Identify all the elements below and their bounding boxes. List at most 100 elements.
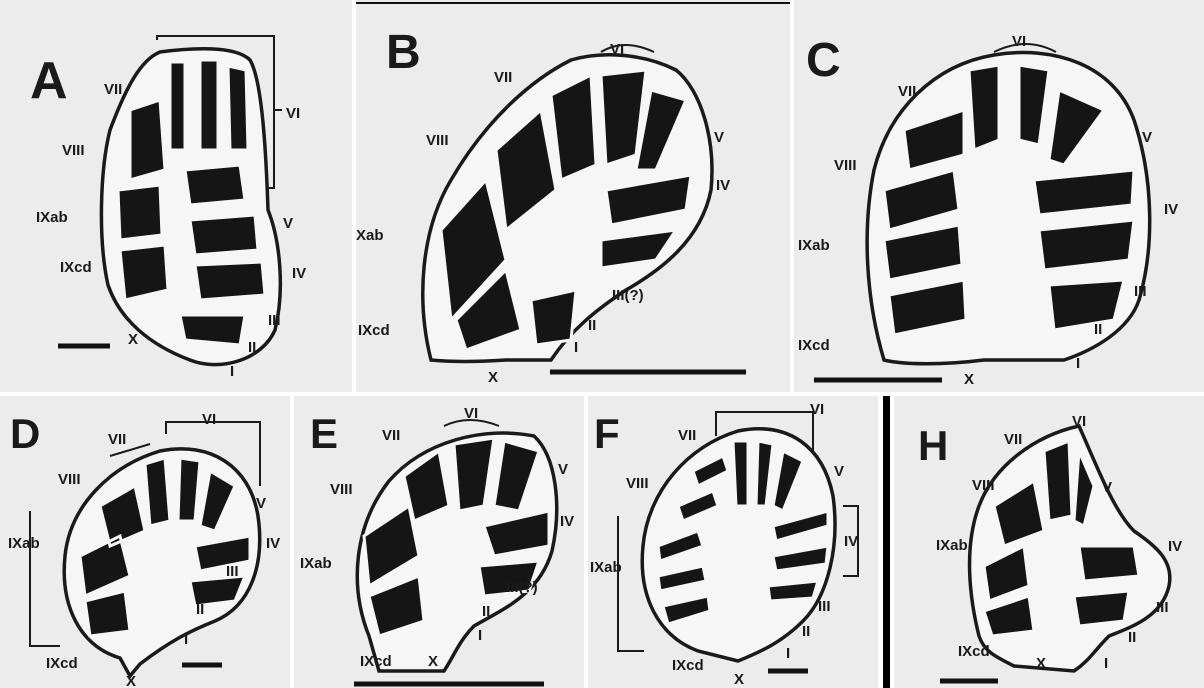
- lobule-label: IXcd: [358, 322, 390, 339]
- panel-label: B: [386, 26, 421, 79]
- lobule-label: VII: [1004, 431, 1022, 448]
- panel-f: F VII VI VIII V IV IXab III II I IXcd X: [588, 396, 878, 688]
- panel-d: D VII VI VIII V IXab IV III II I IXcd X: [0, 396, 290, 688]
- lobule-label: IXcd: [672, 657, 704, 674]
- lobule-label: III: [1156, 599, 1169, 616]
- lobule-label: V: [1102, 479, 1112, 496]
- lobule-label: IXcd: [958, 643, 990, 660]
- panel-b: B VI VII VIII V IV Xab III(?) IXcd II I …: [356, 0, 790, 392]
- lobule-label: V: [558, 461, 568, 478]
- panel-label: F: [594, 410, 620, 457]
- lobule-label: X: [734, 671, 744, 688]
- lobule-label: VI: [464, 405, 478, 422]
- lobule-label: II: [248, 339, 256, 356]
- lobule-label: V: [714, 129, 724, 146]
- lobule-label: III: [226, 563, 239, 580]
- lobule-label: IV: [266, 535, 280, 552]
- lobule-label: VII: [494, 69, 512, 86]
- lobule-label: IXab: [36, 209, 68, 226]
- lobule-label: V: [256, 495, 266, 512]
- lobule-label: VIII: [62, 142, 85, 159]
- cerebellum-diagram-e: E VI VII V VIII IV IXab III(?) II I IXcd…: [294, 396, 584, 688]
- cerebellum-diagram-a: A VII VI VIII V IXab IV IXcd III X II I: [0, 0, 352, 392]
- lobule-label: VI: [1012, 33, 1026, 50]
- lobule-label: II: [482, 603, 490, 620]
- lobule-label: X: [1036, 655, 1046, 672]
- lobule-label: IV: [560, 513, 574, 530]
- lobule-label: IXcd: [798, 337, 830, 354]
- lobule-label: IV: [1164, 201, 1178, 218]
- lobule-label: VII: [382, 427, 400, 444]
- lobule-label: IXab: [936, 537, 968, 554]
- lobule-label: II: [1094, 321, 1102, 338]
- lobule-label: I: [230, 363, 234, 380]
- lobule-label: X: [488, 369, 498, 386]
- lobule-label: VII: [108, 431, 126, 448]
- cerebellum-diagram-f: F VII VI VIII V IV IXab III II I IXcd X: [588, 396, 878, 688]
- lobule-label: VIII: [834, 157, 857, 174]
- cerebellum-diagram-h: H VII VI VIII V IXab IV III II IXcd X I: [894, 396, 1204, 688]
- panel-a: A VII VI VIII V IXab IV IXcd III X II I: [0, 0, 352, 392]
- lobule-label: IXcd: [360, 653, 392, 670]
- lobule-label: X: [964, 371, 974, 388]
- lobule-label: VI: [286, 105, 300, 122]
- lobule-label: VIII: [58, 471, 81, 488]
- lobule-label: VI: [810, 401, 824, 418]
- lobule-label: V: [834, 463, 844, 480]
- lobule-label: VI: [610, 41, 624, 58]
- lobule-label: VII: [898, 83, 916, 100]
- lobule-label: IV: [844, 533, 858, 550]
- lobule-label: I: [574, 339, 578, 356]
- lobule-label: I: [786, 645, 790, 662]
- lobule-label: II: [1128, 629, 1136, 646]
- lobule-label: Xab: [356, 227, 384, 244]
- lobule-label: III(?): [612, 287, 644, 304]
- lobule-label: VII: [678, 427, 696, 444]
- lobule-label: II: [196, 601, 204, 618]
- lobule-label: III: [818, 598, 831, 615]
- lobule-label: I: [184, 631, 188, 648]
- lobule-label: V: [283, 215, 293, 232]
- lobule-label: IV: [292, 265, 306, 282]
- panel-label: H: [918, 422, 948, 469]
- lobule-label: IXcd: [60, 259, 92, 276]
- lobule-label: X: [126, 673, 136, 688]
- lobule-label: VIII: [426, 132, 449, 149]
- lobule-label: I: [478, 627, 482, 644]
- lobule-label: II: [802, 623, 810, 640]
- cerebellum-diagram-d: D VII VI VIII V IXab IV III II I IXcd X: [0, 396, 290, 688]
- lobule-label: IXab: [590, 559, 622, 576]
- panel-h: H VII VI VIII V IXab IV III II IXcd X I: [894, 396, 1204, 688]
- lobule-label: I: [1076, 355, 1080, 372]
- lobule-label: V: [1142, 129, 1152, 146]
- panel-c: C VI VII V VIII IV IXab III IXcd II I X: [794, 0, 1204, 392]
- lobule-label: IXab: [300, 555, 332, 572]
- lobule-label: VI: [202, 411, 216, 428]
- cerebellum-diagram-b: B VI VII VIII V IV Xab III(?) IXcd II I …: [356, 0, 790, 392]
- lobule-label: III(?): [506, 579, 538, 596]
- lobule-label: IV: [1168, 538, 1182, 555]
- panel-label: E: [310, 410, 338, 457]
- panel-label: A: [30, 52, 68, 110]
- panel-e: E VI VII V VIII IV IXab III(?) II I IXcd…: [294, 396, 584, 688]
- lobule-label: VII: [104, 81, 122, 98]
- lobule-label: III: [268, 312, 281, 329]
- lobule-label: IV: [716, 177, 730, 194]
- lobule-label: VIII: [626, 475, 649, 492]
- lobule-label: IXcd: [46, 655, 78, 672]
- lobule-label: IXab: [8, 535, 40, 552]
- lobule-label: VI: [1072, 413, 1086, 430]
- lobule-label: X: [128, 331, 138, 348]
- bracket-vi: [601, 45, 654, 52]
- lobule-label: II: [588, 317, 596, 334]
- lobule-label: I: [1104, 655, 1108, 672]
- panel-divider: [883, 396, 890, 688]
- panel-label: C: [806, 34, 841, 87]
- lobule-label: III: [1134, 283, 1147, 300]
- lobule-label: VIII: [972, 477, 995, 494]
- cerebellum-diagram-c: C VI VII V VIII IV IXab III IXcd II I X: [794, 0, 1204, 392]
- lobule-label: X: [428, 653, 438, 670]
- lobule-label: IXab: [798, 237, 830, 254]
- lobule-label: VIII: [330, 481, 353, 498]
- panel-label: D: [10, 410, 40, 457]
